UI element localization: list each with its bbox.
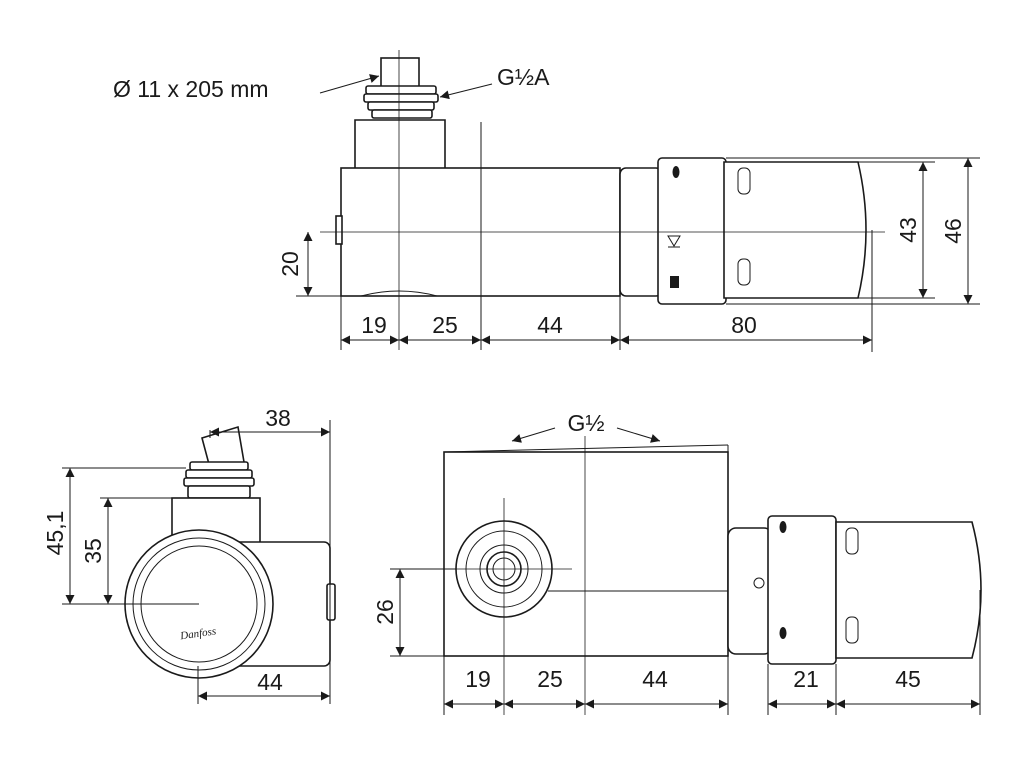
dim-45-1-label: 45,1 [42,511,68,556]
pipe-leader [319,74,380,94]
head-marker-dot [672,166,680,178]
front-thread-label: G½ [567,410,604,436]
front-grip-slot-top [845,527,859,555]
dim-front-44-label: 44 [642,666,668,692]
dim-25-label: 25 [432,312,458,338]
pipe-size-label: Ø 11 x 205 mm [113,76,269,102]
head-grip-slot-bottom [737,258,751,286]
dim-21-label: 21 [793,666,819,692]
valve-spindle [380,57,420,89]
front-thread-leader-right [616,427,661,443]
thread-label: G½A [497,64,550,90]
side-thread-nut [183,461,255,499]
dim-front-19-label: 19 [465,666,491,692]
side-view: Danfoss 38 44 45,1 35 [42,405,336,704]
head-set-triangle [667,235,681,247]
thread-leader [439,83,493,100]
front-grip-slot-bottom [845,616,859,644]
valve-neck [354,119,446,176]
top-view: Ø 11 x 205 mm G½A 19 25 44 80 20 43 46 [113,50,980,352]
front-view: G½ 26 19 25 44 21 45 [372,410,982,715]
front-top-edge [443,444,729,453]
dim-44-label: 44 [537,312,563,338]
front-marker-bottom [779,627,787,639]
danfoss-logo: Danfoss [178,625,216,642]
front-thermostatic-head [727,515,982,665]
dim-26-label: 26 [372,599,398,625]
dim-20-label: 20 [277,251,303,277]
head-grip-slot-top [737,167,751,195]
front-set-dot [753,577,765,589]
dim-19-label: 19 [361,312,387,338]
front-marker-top [779,521,787,533]
front-thread-leader-left [511,427,556,443]
dim-38-label: 38 [265,405,291,431]
dim-80-label: 80 [731,312,757,338]
dim-front-25-label: 25 [537,666,563,692]
dim-35-label: 35 [80,538,106,564]
side-port [326,583,336,621]
dim-side-44-label: 44 [257,669,283,695]
thermostatic-head [619,157,867,305]
body-side-port [335,215,343,245]
dim-46-label: 46 [940,218,966,244]
dim-45-label: 45 [895,666,921,692]
head-lock-marker [670,276,679,288]
dim-43-label: 43 [895,217,921,243]
thread-nut [363,85,439,119]
